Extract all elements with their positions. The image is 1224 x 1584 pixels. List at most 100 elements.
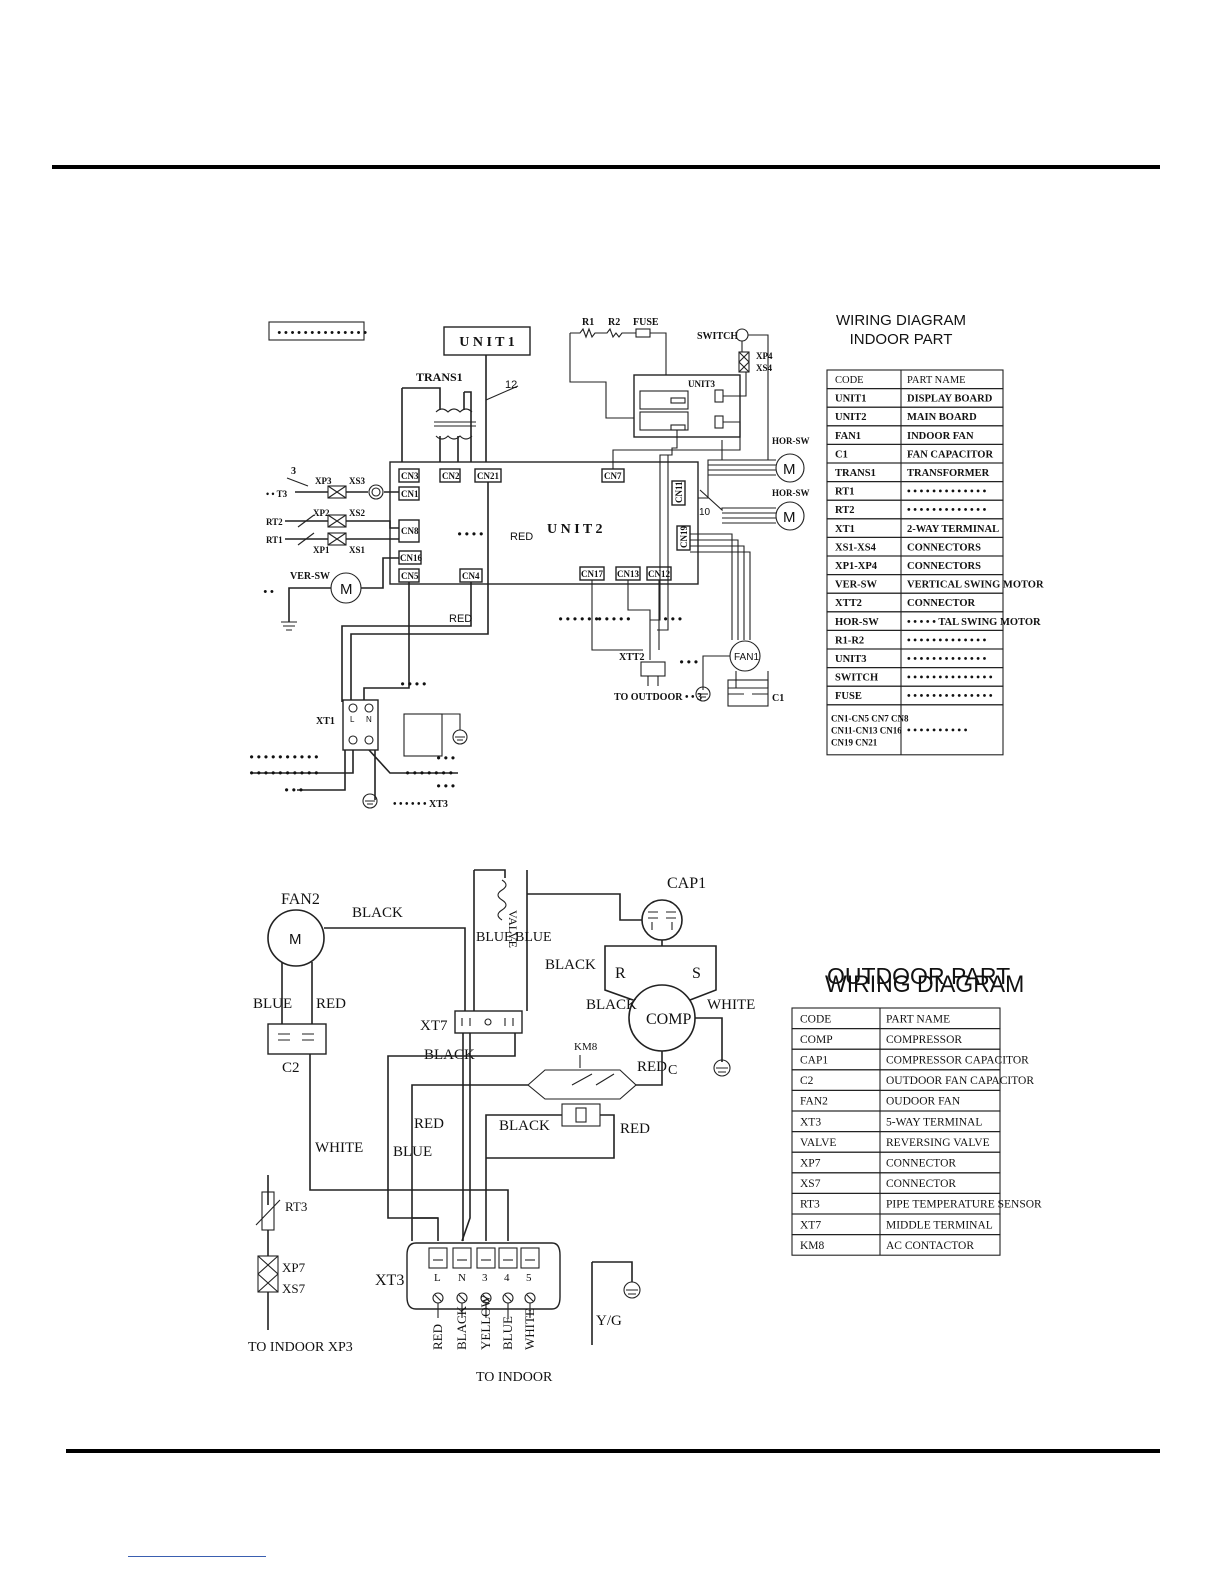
legend-part-name: INDOOR FAN bbox=[907, 431, 974, 442]
xt3-terminal-label: N bbox=[458, 1272, 466, 1284]
wire-count-10: 10 bbox=[699, 507, 711, 518]
red-label-o1: RED bbox=[316, 996, 346, 1012]
legend-part-name: 5-WAY TERMINAL bbox=[886, 1116, 982, 1128]
svg-text:N: N bbox=[366, 715, 372, 724]
cn17-label: CN17 bbox=[581, 569, 603, 579]
xt3-terminal-slot bbox=[520, 1247, 540, 1269]
legend-part-name: FAN CAPACITOR bbox=[907, 449, 993, 460]
legend-part-name: CONNECTORS bbox=[907, 542, 981, 553]
legend-part-name: CONNECTORS bbox=[907, 561, 981, 572]
unit2-dots: •••• bbox=[456, 528, 485, 542]
xp3-label: XP3 bbox=[315, 476, 332, 486]
legend-code: COMP bbox=[800, 1034, 833, 1046]
valve-label: VALVE bbox=[506, 910, 520, 948]
legend-part-name: PIPE TEMPERATURE SENSOR bbox=[886, 1199, 1042, 1211]
legend-code: C2 bbox=[800, 1075, 814, 1087]
fuse-label: FUSE bbox=[633, 317, 659, 328]
legend-code: VER-SW bbox=[835, 580, 878, 591]
legend-code: XTT2 bbox=[835, 598, 862, 609]
blue-label-3: BLUE bbox=[515, 930, 552, 945]
hor-sw-label-1: HOR-SW bbox=[772, 436, 810, 446]
fan2-motor bbox=[267, 909, 325, 967]
xt3-label: XT3 bbox=[375, 1272, 404, 1289]
xt3-terminal-label: 3 bbox=[482, 1272, 488, 1284]
valve-coil bbox=[497, 879, 507, 921]
legend-part-name: • • • • • • • • • • bbox=[907, 725, 968, 736]
to-indoor-xp3-label: TO INDOOR XP3 bbox=[248, 1340, 353, 1355]
trans1-coil-top bbox=[435, 408, 473, 413]
cn5-label: CN5 bbox=[401, 571, 419, 581]
xt3-terminal-label: L bbox=[434, 1272, 441, 1284]
legend-code: HOR-SW bbox=[835, 617, 879, 628]
red-label-2: RED bbox=[449, 613, 472, 625]
svg-text:••••••: •••••• bbox=[557, 613, 600, 627]
xs1-label: XS1 bbox=[349, 545, 366, 555]
legend-part-name: • • • • • • • • • • • • • bbox=[907, 487, 987, 498]
fan2-label: FAN2 bbox=[281, 891, 320, 908]
legend-part-name: • • • • • TAL SWING MOTOR bbox=[907, 617, 1041, 628]
legend-code: SWITCH bbox=[835, 673, 878, 684]
black-label-3: BLACK bbox=[586, 997, 637, 1013]
red-label-o3: RED bbox=[414, 1116, 444, 1132]
legend-part-name: • • • • • • • • • • • • • bbox=[907, 654, 987, 665]
legend-part-name: • • • • • • • • • • • • • • bbox=[907, 691, 993, 702]
svg-text:•••••: ••••• bbox=[596, 613, 632, 627]
km8-label: KM8 bbox=[574, 1041, 598, 1053]
legend-code: VALVE bbox=[800, 1137, 836, 1149]
comp-label: COMP bbox=[646, 1011, 691, 1028]
legend-part-name: CONNECTOR bbox=[886, 1158, 956, 1170]
legend-part-name: TRANSFORMER bbox=[907, 468, 990, 479]
km8-contacts bbox=[527, 1069, 637, 1100]
rt1-label: RT1 bbox=[266, 535, 283, 545]
legend-code: KM8 bbox=[800, 1240, 825, 1252]
hor-sw-label-2: HOR-SW bbox=[772, 488, 810, 498]
legend-code: C1 bbox=[835, 449, 848, 460]
outdoor-title-line2: OUTDOOR PART bbox=[827, 963, 1010, 989]
xt3-ref-label: • • • • • • XT3 bbox=[393, 799, 448, 810]
xt7-label: XT7 bbox=[420, 1018, 448, 1034]
fan1-label: FAN1 bbox=[734, 652, 759, 663]
legend-code: UNIT1 bbox=[835, 394, 867, 405]
unit3-box bbox=[633, 374, 741, 438]
indoor-title-line1: WIRING DIAGRAM bbox=[836, 312, 966, 329]
s-label: S bbox=[692, 965, 701, 982]
xt3-terminal-label: 5 bbox=[526, 1272, 532, 1284]
legend-part-name: CONNECTOR bbox=[907, 598, 975, 609]
legend-part-name: COMPRESSOR bbox=[886, 1034, 962, 1046]
legend-code: XT7 bbox=[800, 1219, 821, 1231]
r1-label: R1 bbox=[582, 317, 594, 328]
legend-part-name: MAIN BOARD bbox=[907, 412, 977, 423]
svg-text:M: M bbox=[783, 461, 796, 478]
cn7-label: CN7 bbox=[604, 471, 622, 481]
svg-text:•••••••: ••••••• bbox=[404, 767, 454, 781]
svg-text:L: L bbox=[350, 715, 355, 724]
svg-text:•••: ••• bbox=[283, 784, 305, 798]
cn1-label: CN1 bbox=[401, 489, 419, 499]
red-label-o2: RED bbox=[637, 1059, 667, 1075]
bottom-rule bbox=[66, 1449, 1160, 1453]
cn11-label: CN11 bbox=[674, 481, 684, 503]
wire-color-label: WHITE bbox=[522, 1308, 537, 1350]
legend-part-name: REVERSING VALVE bbox=[886, 1137, 990, 1149]
top-rule bbox=[52, 165, 1160, 169]
legend-code: RT2 bbox=[835, 505, 854, 516]
legend-code: FUSE bbox=[835, 691, 862, 702]
dotted-label-text: •••••••••••••• bbox=[276, 328, 368, 340]
legend-code: CODE bbox=[835, 375, 864, 386]
legend-part-name: OUDOOR FAN bbox=[886, 1096, 961, 1108]
cn12-label: CN12 bbox=[648, 569, 670, 579]
legend-part-name: VERTICAL SWING MOTOR bbox=[907, 580, 1044, 591]
legend-code: XT3 bbox=[800, 1116, 821, 1128]
c2-capacitor bbox=[267, 1023, 327, 1055]
cap1-capacitor bbox=[641, 899, 683, 941]
cn4-label: CN4 bbox=[462, 571, 480, 581]
svg-text:••: •• bbox=[262, 587, 275, 599]
ver-sw-label: VER-SW bbox=[290, 571, 330, 582]
legend-part-name: PART NAME bbox=[886, 1013, 950, 1025]
xp2-label: XP2 bbox=[313, 508, 330, 518]
svg-text:•••: ••• bbox=[678, 656, 700, 670]
legend-code: XT1 bbox=[835, 524, 855, 535]
xs7-label: XS7 bbox=[282, 1281, 306, 1296]
